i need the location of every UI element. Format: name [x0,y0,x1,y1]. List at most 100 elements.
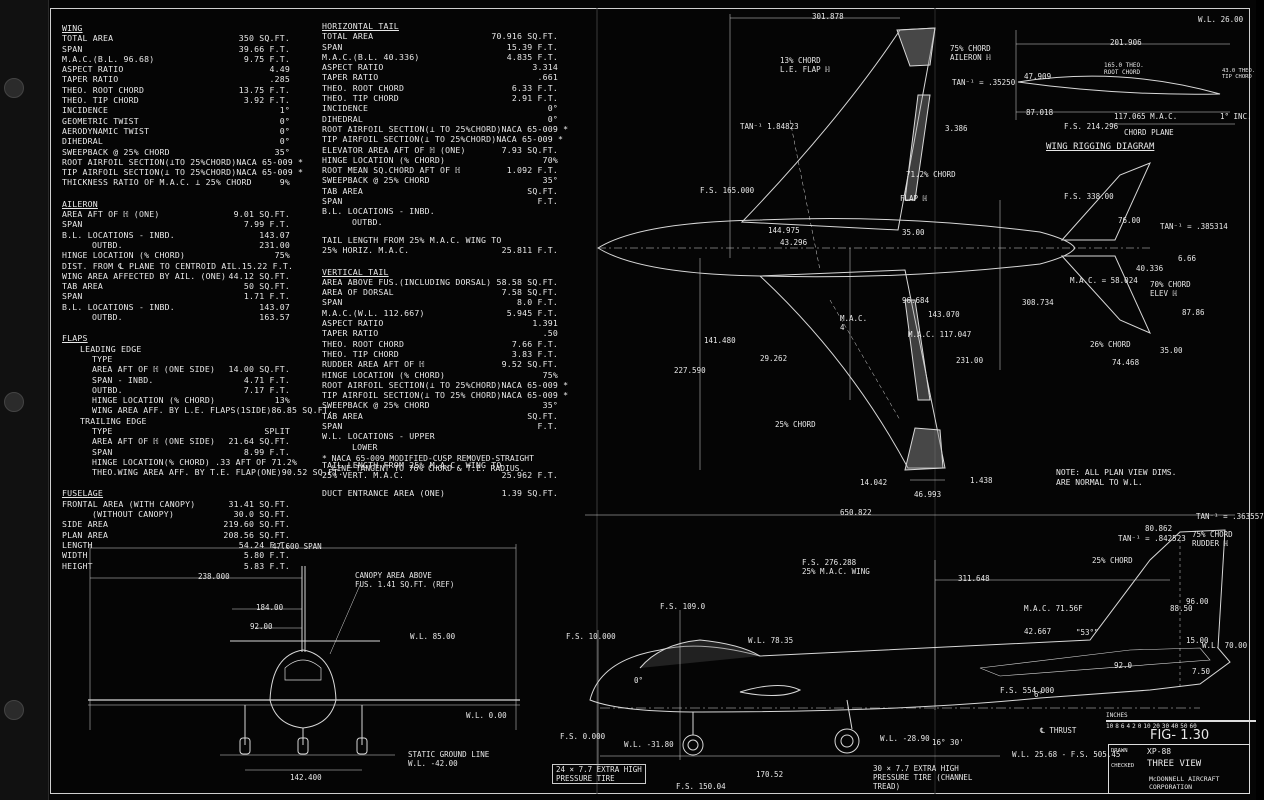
spec-value: 25.811 F.T. [501,245,558,256]
dim-15: 15.00 [1186,636,1209,645]
dim-88: 88.50 [1170,604,1193,613]
spec-value: 163.57 [259,312,290,323]
spec-value: 44.12 SQ.FT. [228,270,290,281]
spec-label: HEIGHT [62,560,93,571]
taillen_h-line: 25% HORIZ. M.A.C.25.811 F.T. [322,245,558,255]
aileron-row: DIST. FROM ℄ PLANE TO CENTROID AIL.15.22… [62,260,293,271]
spec-label: TYPE [92,353,113,364]
spec-value: NACA 65-009 * [496,134,564,145]
spec-label: HINGE LOCATION (% CHORD) [92,395,216,406]
spec-label: TOTAL AREA [62,33,114,44]
spec-value: 143.07 [259,301,290,312]
taillen_v-line: 25% VERT. M.A.C.25.962 F.T. [322,470,558,480]
spec-value: 0° [279,125,290,136]
mac-label: M.A.C. 4 [840,314,868,332]
dim-42: 42.667 [1024,627,1052,636]
spec-label: DIHEDRAL [322,113,364,124]
spec-label: DIHEDRAL [62,136,104,147]
spec-label: PLAN AREA [62,529,109,540]
aileron-row: AREA AFT OF ℍ (ONE)9.01 SQ.FT. [62,209,290,219]
spec-label: TIP AIRFOIL SECTION(⊥ TO 25% CHORD) [322,390,502,401]
spec-label: TAIL LENGTH FROM 25% M.A.C. WING TO [322,459,502,470]
wing-row: M.A.C.(B.L. 96.68)9.75 F.T. [62,54,290,64]
flaps-row: HINGE LOCATION(% CHORD) .33 AFT OF 71.2% [62,457,297,467]
spec-label: THEO. ROOT CHORD [322,82,405,93]
thrust-label: ℄ THRUST [1040,726,1077,735]
spec-label: TAB AREA [322,410,364,421]
spec-label: LOWER [352,441,378,452]
fs-276: F.S. 276.288 25% M.A.C. WING [802,558,870,576]
spec-label: M.A.C.(B.L. 96.68) [62,53,155,64]
scale-tick: 10 [1143,723,1151,730]
spec-label: ELEVATOR AREA AFT OF ℍ (ONE) [322,144,466,155]
angle-0: 0° [634,676,644,685]
spec-label: AREA AFT OF ℍ (ONE SIDE) [92,436,216,447]
dim-227: 227.590 [674,366,706,375]
angle-6: 6° [1034,690,1044,699]
dim-3500: 35.00 [1160,346,1183,355]
spec-label: WING AREA AFF. BY L.E. FLAPS(1SIDE) [92,405,272,416]
dim-96b: 96.00 [1186,597,1209,606]
spec-value: 31.41 SQ.FT. [228,498,290,509]
tip-chord-label: 43.0 THEO. TIP CHORD [1222,68,1256,80]
spec-label: SWEEPBACK @ 25% CHORD [322,175,430,186]
htail-row: ELEVATOR AREA AFT OF ℍ (ONE)7.93 SQ.FT. [322,145,558,155]
spec-value: 8.0 F.T. [516,297,558,308]
spec-label: ROOT MEAN SQ.CHORD AFT OF ℍ [322,165,461,176]
spec-value: .50 [542,328,558,339]
spec-label: ASPECT RATIO [322,62,384,73]
spec-label: THEO.WING AREA AFF. BY T.E. FLAP(ONE) [92,467,282,478]
angle-53: "53°" [1076,628,1099,637]
rudder-hinge-label: 75% CHORD RUDDER ℍ [1192,530,1233,548]
dim-231: 231.00 [956,356,984,365]
spec-label: DIST. FROM ℄ PLANE TO CENTROID AIL. [62,260,242,271]
dim-308: 308.734 [1022,298,1054,307]
spec-label: THEO. ROOT CHORD [62,84,145,95]
spec-label: INCIDENCE [322,103,369,114]
tan-5: TAN⁻¹ = .363557 [1196,512,1264,521]
spec-label: LEADING EDGE [80,343,142,354]
canopy-note: CANOPY AREA ABOVE FUS. 1.41 SQ.FT. (REF) [355,571,455,589]
dim-46: 46.993 [914,490,942,499]
spec-value: 4.71 F.T. [243,374,290,385]
dim-1438: 1.438 [970,476,993,485]
vtail-row: HINGE LOCATION (% CHORD)75% [322,370,558,380]
spec-value: F.T. [537,196,558,207]
vtail-row: W.L. LOCATIONS - UPPER [322,431,558,441]
vtail-heading: VERTICAL TAIL [322,266,389,277]
dim-96: 96.684 [902,296,930,305]
fuselage-row: FRONTAL AREA (WITH CANOPY)31.41 SQ.FT. [62,499,290,509]
front-view [88,544,520,771]
main-tire-note: 30 × 7.7 EXTRA HIGH PRESSURE TIRE (CHANN… [873,764,973,791]
spec-label: ASPECT RATIO [322,318,384,329]
htail-row: HINGE LOCATION (% CHORD)70% [322,155,558,165]
scale-tick: 20 [1152,723,1160,730]
taillen_h-line: TAIL LENGTH FROM 25% M.A.C. WING TO [322,235,558,245]
vtail-row: TAPER RATIO.50 [322,328,558,338]
htail-heading: HORIZONTAL TAIL [322,21,399,31]
spec-label: AERODYNAMIC TWIST [62,125,150,136]
plan-view [597,14,1151,481]
aileron-row: OUTBD.163.57 [62,312,290,322]
flap-hinge-label: FLAP ℍ [900,194,928,203]
spec-label: SPAN [62,291,83,302]
flaps-row: AREA AFT OF ℍ (ONE SIDE)14.00 SQ.FT. [62,364,290,374]
scale-units: INCHES [1106,712,1128,719]
spec-value: 30.0 SQ.FT. [233,509,290,520]
